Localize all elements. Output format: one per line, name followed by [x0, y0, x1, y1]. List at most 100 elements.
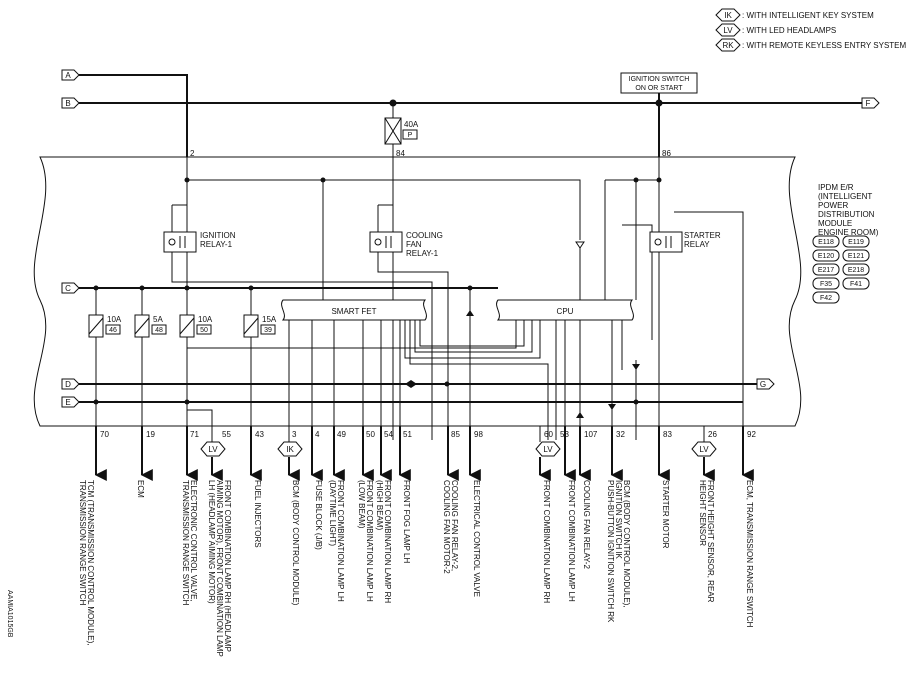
- pin-85: 85: [451, 430, 460, 439]
- module-label-line: MODULE: [818, 219, 852, 228]
- connector-a: A: [61, 69, 80, 81]
- smart-fet-label: SMART FET: [331, 307, 376, 316]
- fuse-rating: 15A: [262, 315, 277, 324]
- relay-label: RELAY: [684, 240, 710, 249]
- cooling-fan-relay-1: COOLING FAN RELAY-1: [369, 204, 449, 440]
- fuse-15a-39: 15A 39: [243, 314, 277, 338]
- option-code: IK: [286, 445, 294, 454]
- fuse-10a-46: 10A 46: [88, 314, 122, 338]
- option-code: LV: [699, 445, 709, 454]
- legend-text: : WITH LED HEADLAMPS: [742, 26, 836, 35]
- dest-label: LH (HEADLAMP AIMING MOTOR): [207, 480, 216, 604]
- dest-label: FRONT COMBINATION LAMP RH: [542, 480, 551, 603]
- fuse-number: 48: [155, 327, 163, 334]
- legend: IK : WITH INTELLIGENT KEY SYSTEM LV : WI…: [715, 8, 907, 52]
- fuse-number: 39: [264, 327, 272, 334]
- connector-label: E: [65, 398, 70, 407]
- cpu-block: CPU: [496, 299, 634, 321]
- dest-label: FRONT HEIGHT SENSOR, REAR: [706, 480, 715, 603]
- dest-label: ELECTRICAL CONTROL VALVE: [472, 480, 481, 597]
- dest-label: TRANSMISSION RANGE SWITCH: [78, 480, 87, 606]
- module-label-line: (INTELLIGENT: [818, 192, 872, 201]
- relay-label: FAN: [406, 240, 422, 249]
- pin-51: 51: [403, 430, 412, 439]
- legend-text: : WITH INTELLIGENT KEY SYSTEM: [742, 11, 874, 20]
- dest-label: HEIGHT SENSOR: [698, 480, 707, 546]
- connector-label: C: [65, 284, 71, 293]
- dest-label: ECM, TRANSMISSION RANGE SWITCH: [745, 480, 754, 628]
- fuse-rating: 10A: [198, 315, 213, 324]
- pin-54: 54: [384, 430, 393, 439]
- option-code: LV: [208, 445, 218, 454]
- dest-label: ECM: [136, 480, 145, 498]
- connector-label: G: [760, 380, 766, 389]
- connector-g: G: [756, 378, 775, 390]
- pin-70: 70: [100, 430, 109, 439]
- ipdm-module-label: IPDM E/R (INTELLIGENT POWER DISTRIBUTION…: [818, 183, 879, 237]
- connector-id: E118: [818, 239, 834, 246]
- pin-4: 4: [315, 430, 320, 439]
- option-tag-lv-55: LV: [200, 441, 226, 457]
- svg-text:IGNITION SWITCHIK: IGNITION SWITCHIK: [614, 480, 623, 560]
- connector-label: A: [65, 71, 71, 80]
- svg-text:PUSH-BUTTON IGNITION SWITCHRK: PUSH-BUTTON IGNITION SWITCHRK: [606, 480, 615, 623]
- connector-id: F42: [820, 295, 832, 302]
- legend-code: LV: [723, 26, 733, 35]
- pin-43: 43: [255, 430, 264, 439]
- fuse-40a: 40A P: [384, 117, 419, 145]
- dest-label: FRONT COMBINATION LAMP LH: [336, 480, 345, 602]
- connector-id: E218: [848, 267, 864, 274]
- dest-label: IGNITION SWITCH: [614, 480, 623, 550]
- connector-e: E: [61, 396, 80, 408]
- dest-label: (LOW BEAM): [357, 480, 366, 529]
- relay-label: STARTER: [684, 231, 721, 240]
- dest-label: COOLING FAN RELAY-2,: [450, 480, 459, 571]
- connector-label: B: [65, 99, 70, 108]
- pin-107: 107: [584, 430, 598, 439]
- dest-label-32-line2: IGNITION SWITCHIK: [614, 480, 623, 560]
- relay-label: RELAY-1: [200, 240, 233, 249]
- dest-label: FRONT COMBINATION LAMP LH: [567, 480, 576, 602]
- connector-id: E120: [818, 253, 834, 260]
- pin-83: 83: [663, 430, 672, 439]
- fuse-rating: 5A: [153, 315, 163, 324]
- legend-text: : WITH REMOTE KEYLESS ENTRY SYSTEM: [742, 41, 907, 50]
- pin-3: 3: [292, 430, 297, 439]
- figure-id: AAMIA1015GB: [6, 590, 13, 638]
- smart-fet-block: SMART FET: [281, 299, 427, 321]
- ignition-switch-label: ON OR START: [635, 85, 683, 92]
- inline-tag-rk: RK: [606, 611, 615, 623]
- option-tag-lv-26: LV: [691, 441, 717, 457]
- pin-50: 50: [366, 430, 375, 439]
- dest-label: COOLING FAN MOTOR-2: [442, 480, 451, 574]
- connector-d: D: [61, 378, 80, 390]
- connector-b: B: [61, 97, 80, 109]
- pin-55: 55: [222, 430, 231, 439]
- terminal-2: 2: [190, 149, 195, 158]
- fuse-number: 50: [200, 327, 208, 334]
- cpu-label: CPU: [557, 307, 574, 316]
- output-wires: [94, 426, 754, 481]
- dest-label: BCM (BODY CONTROL MODULE),: [622, 480, 631, 608]
- inline-tag-ik: IK: [614, 551, 623, 559]
- option-tag-lv-60: LV: [535, 441, 561, 457]
- dest-label: COOLING FAN RELAY-2: [582, 480, 591, 569]
- connector-label: D: [65, 380, 71, 389]
- pin-32: 32: [616, 430, 625, 439]
- module-label-line: DISTRIBUTION: [818, 210, 875, 219]
- legend-item-rk: RK : WITH REMOTE KEYLESS ENTRY SYSTEM: [715, 38, 907, 52]
- module-connectors: E118 E119 E120 E121 E217 E218 F35 F41 F4…: [812, 235, 870, 304]
- dest-label: FRONT FOG LAMP LH: [402, 480, 411, 563]
- fuse-rating: 40A: [404, 120, 419, 129]
- dest-label: (DAYTIME LIGHT): [328, 480, 337, 546]
- fuse-5a-48: 5A 48: [134, 314, 167, 338]
- legend-item-ik: IK : WITH INTELLIGENT KEY SYSTEM: [715, 8, 874, 22]
- dest-label: FUSE BLOCK (J/B): [314, 480, 323, 550]
- connector-f: F: [861, 97, 880, 109]
- ignition-switch-label: IGNITION SWITCH: [629, 76, 690, 83]
- dest-label: TCM (TRANSMISSION CONTROL MODULE),: [86, 480, 95, 645]
- fuse-rating: 10A: [107, 315, 122, 324]
- dest-label: FRONT COMBINATION LAMP LH: [365, 480, 374, 602]
- dest-label: (HIGH BEAM): [375, 480, 384, 531]
- dest-label: TRANSMISSION RANGE SWITCH: [181, 480, 190, 606]
